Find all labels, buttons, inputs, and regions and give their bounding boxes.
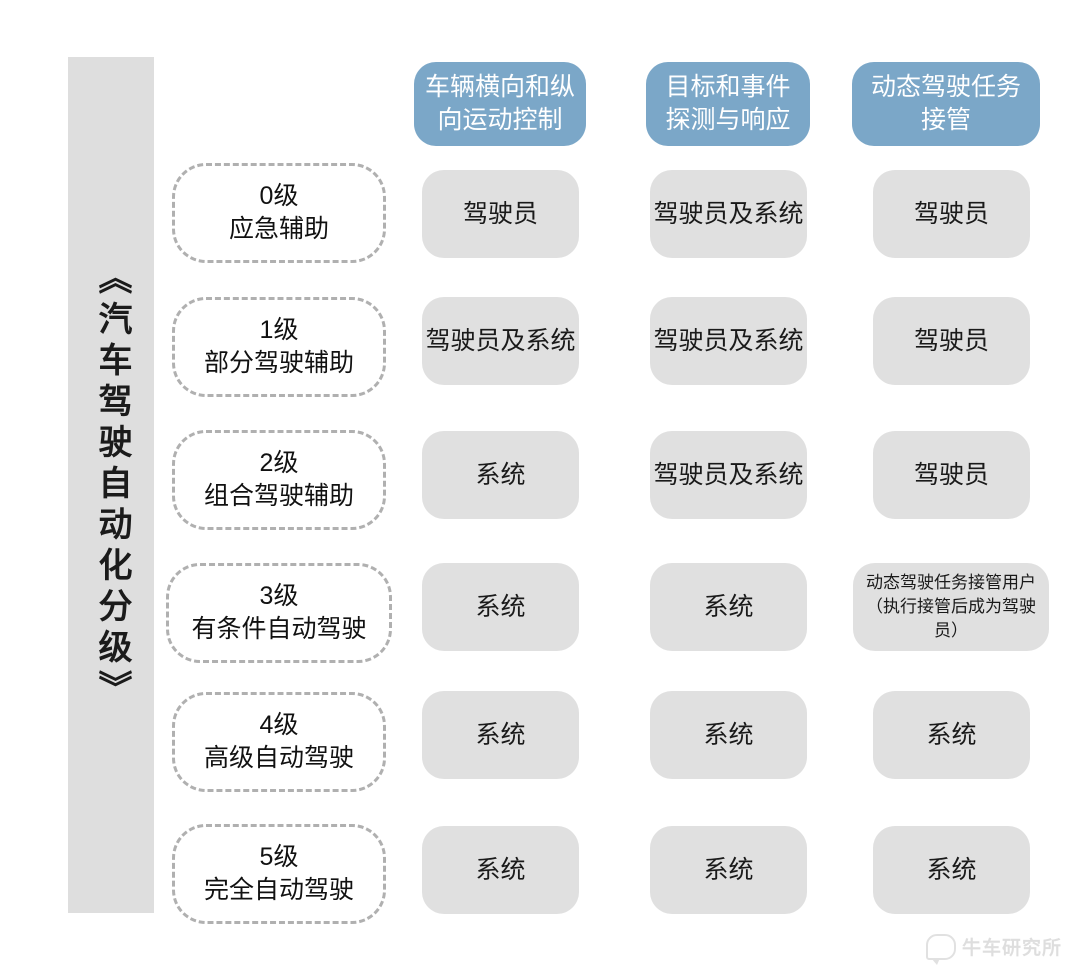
level-box-3: 3级 有条件自动驾驶 (166, 563, 392, 663)
level-number-0: 0级 (259, 182, 299, 210)
speech-bubble-icon (925, 933, 956, 965)
level-name-4: 高级自动驾驶 (203, 744, 354, 772)
cell-r0-c1: 驾驶员及系统 (650, 170, 807, 258)
cell-r3-c0: 系统 (422, 563, 579, 651)
cell-r0-c0: 驾驶员 (422, 170, 579, 258)
level-number-2: 2级 (259, 449, 299, 477)
cell-r3-c1: 系统 (650, 563, 807, 651)
level-name-1: 部分驾驶辅助 (203, 349, 354, 377)
cell-r5-c1: 系统 (650, 826, 807, 914)
level-number-4: 4级 (259, 711, 299, 739)
cell-r0-c2: 驾驶员 (873, 170, 1030, 258)
cell-r2-c0: 系统 (422, 431, 579, 519)
level-box-2: 2级 组合驾驶辅助 (172, 430, 386, 530)
cell-r4-c1: 系统 (650, 691, 807, 779)
cell-r1-c2: 驾驶员 (873, 297, 1030, 385)
page-title: 《汽车驾驶自动化分级》 (93, 259, 130, 711)
level-name-2: 组合驾驶辅助 (203, 482, 354, 510)
level-box-1: 1级 部分驾驶辅助 (172, 297, 386, 397)
cell-r5-c0: 系统 (422, 826, 579, 914)
level-box-0: 0级 应急辅助 (172, 163, 386, 263)
watermark: 牛车研究所 (925, 933, 1062, 965)
column-header-lateral-longitudinal-control: 车辆横向和纵向运动控制 (414, 62, 586, 146)
cell-r4-c2: 系统 (873, 691, 1030, 779)
level-name-3: 有条件自动驾驶 (191, 615, 367, 643)
cell-r5-c2: 系统 (873, 826, 1030, 914)
cell-r2-c2: 驾驶员 (873, 431, 1030, 519)
level-number-3: 3级 (259, 582, 299, 610)
level-box-5: 5级 完全自动驾驶 (172, 824, 386, 924)
column-header-dynamic-driving-task-fallback: 动态驾驶任务接管 (852, 62, 1040, 146)
level-number-5: 5级 (259, 843, 299, 871)
cell-r3-c2: 动态驾驶任务接管用户（执行接管后成为驾驶员） (853, 563, 1049, 651)
cell-r1-c0: 驾驶员及系统 (422, 297, 579, 385)
watermark-text: 牛车研究所 (961, 938, 1062, 959)
cell-r1-c1: 驾驶员及系统 (650, 297, 807, 385)
level-number-1: 1级 (259, 316, 299, 344)
level-box-4: 4级 高级自动驾驶 (172, 692, 386, 792)
level-name-5: 完全自动驾驶 (203, 876, 354, 904)
cell-r4-c0: 系统 (422, 691, 579, 779)
cell-r2-c1: 驾驶员及系统 (650, 431, 807, 519)
level-name-0: 应急辅助 (228, 215, 329, 243)
vertical-title-bar: 《汽车驾驶自动化分级》 (68, 57, 154, 913)
column-header-object-event-detection: 目标和事件探测与响应 (646, 62, 810, 146)
